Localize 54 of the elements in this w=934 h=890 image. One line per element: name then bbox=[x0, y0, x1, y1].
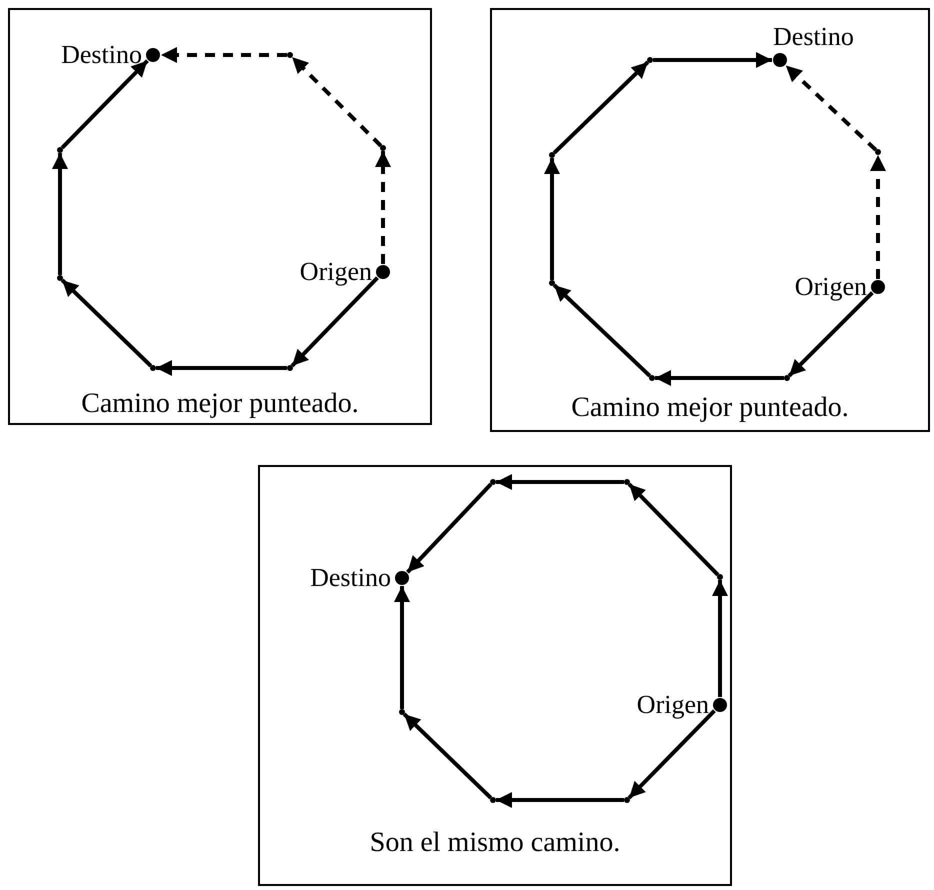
path-corner bbox=[549, 152, 555, 158]
dashed-arrow bbox=[375, 151, 391, 264]
path-corner bbox=[287, 52, 293, 58]
panel-caption: Camino mejor punteado. bbox=[571, 392, 849, 424]
path-corner bbox=[549, 280, 555, 286]
path-corner bbox=[717, 574, 723, 580]
path-corner bbox=[380, 145, 386, 151]
arrow bbox=[655, 370, 784, 386]
diagram-panel bbox=[8, 8, 432, 425]
path-corner bbox=[624, 479, 630, 485]
arrow bbox=[156, 360, 287, 376]
path-corner bbox=[647, 57, 653, 63]
arrow bbox=[544, 158, 560, 280]
path-corner bbox=[150, 365, 156, 371]
panel-caption: Son el mismo camino. bbox=[370, 827, 620, 859]
arrow bbox=[496, 474, 624, 490]
arrow bbox=[712, 580, 728, 697]
arrow bbox=[290, 276, 379, 368]
arrow bbox=[406, 482, 492, 574]
path-corner bbox=[875, 149, 881, 155]
point-label: Destino bbox=[773, 23, 854, 51]
arrow bbox=[653, 52, 772, 68]
dashed-arrow bbox=[784, 64, 878, 152]
path-corner bbox=[399, 709, 405, 715]
arrow bbox=[52, 153, 68, 275]
diagram-panel bbox=[490, 8, 930, 432]
path-corner bbox=[784, 375, 790, 381]
dashed-arrow bbox=[161, 47, 287, 63]
arrow bbox=[552, 284, 652, 378]
arrow bbox=[394, 586, 410, 709]
arrow bbox=[402, 712, 492, 800]
arrow bbox=[788, 291, 874, 378]
path-corner bbox=[490, 797, 496, 803]
path-corner bbox=[490, 479, 496, 485]
dashed-arrow bbox=[870, 155, 886, 279]
arrow bbox=[60, 278, 152, 368]
path-corner bbox=[649, 375, 655, 381]
path-corner bbox=[624, 797, 630, 803]
arrow bbox=[628, 482, 720, 576]
panel-caption: Camino mejor punteado. bbox=[81, 388, 359, 420]
arrow bbox=[496, 792, 624, 808]
arrow bbox=[60, 59, 149, 150]
point-label: Origen bbox=[300, 258, 372, 286]
point-label: Origen bbox=[794, 273, 867, 301]
arrow bbox=[628, 709, 716, 800]
point-label: Destino bbox=[310, 564, 391, 592]
path-corner bbox=[57, 275, 63, 281]
arrow bbox=[552, 60, 650, 154]
point-label: Origen bbox=[636, 691, 709, 719]
path-corner bbox=[287, 365, 293, 371]
diagram-panel bbox=[258, 465, 732, 886]
path-corner bbox=[57, 147, 63, 153]
point-label: Destino bbox=[61, 41, 142, 69]
dashed-arrow bbox=[290, 56, 382, 148]
